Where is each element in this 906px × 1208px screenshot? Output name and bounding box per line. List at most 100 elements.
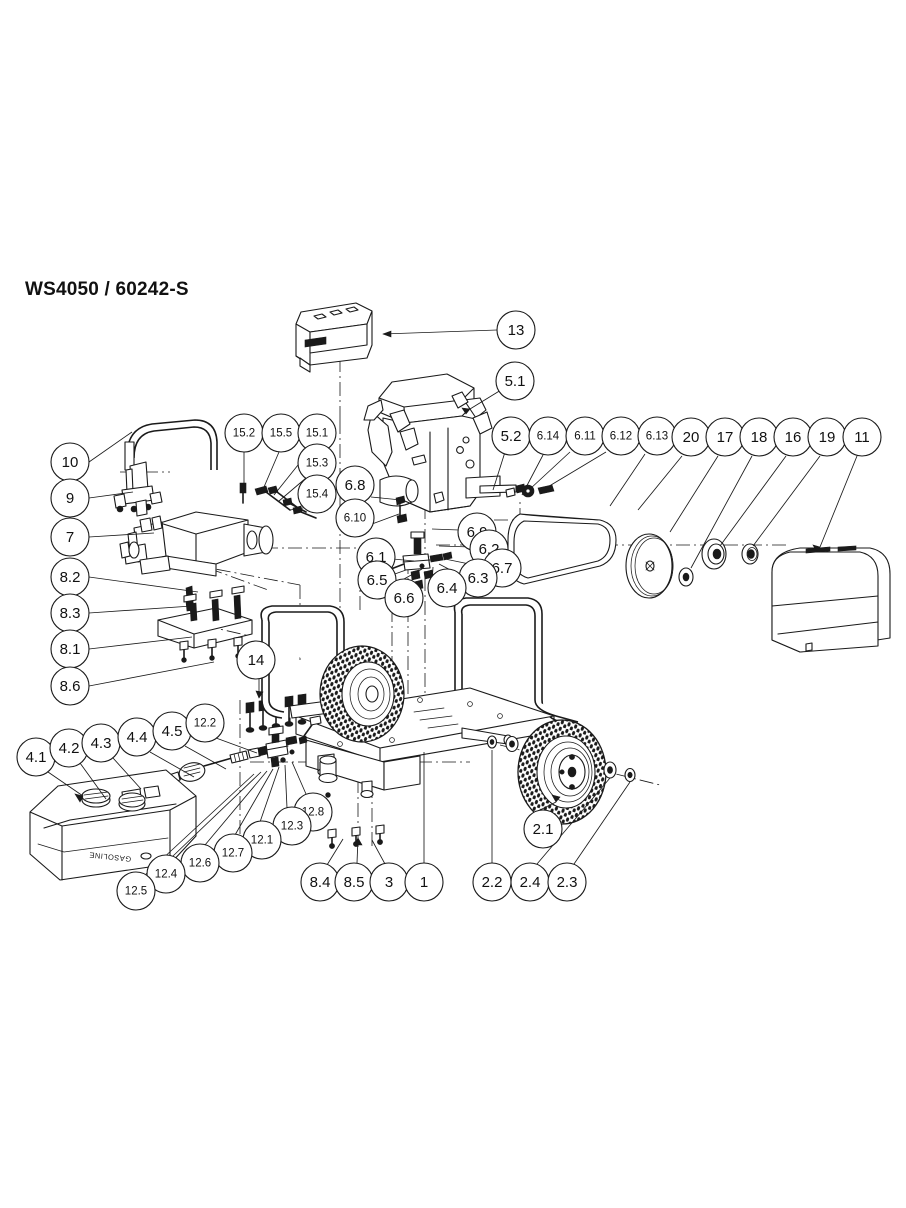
callout-18[interactable]: 18 <box>739 417 779 457</box>
callout-label: 12.4 <box>155 869 178 881</box>
engine-assembly <box>363 373 517 513</box>
callout-circle[interactable] <box>297 474 337 514</box>
callout-17[interactable]: 17 <box>705 417 745 457</box>
callout-15.1[interactable]: 15.1 <box>297 413 337 453</box>
callout-circle[interactable] <box>50 666 90 706</box>
air-filter-box <box>295 302 373 373</box>
callout-label: 5.1 <box>505 373 526 390</box>
callout-19[interactable]: 19 <box>807 417 847 457</box>
callout-6.8[interactable]: 6.8 <box>335 465 375 505</box>
callout-label: 15.2 <box>233 428 255 440</box>
callout-7[interactable]: 7 <box>50 517 90 557</box>
callout-2.2[interactable]: 2.2 <box>472 862 512 902</box>
callout-circle[interactable] <box>236 640 276 680</box>
callout-12.4[interactable]: 12.4 <box>146 854 186 894</box>
callout-4.1[interactable]: 4.1 <box>16 737 56 777</box>
callout-label: 15.3 <box>306 458 328 470</box>
callout-label: 6.5 <box>367 572 388 589</box>
callout-circle[interactable] <box>185 703 225 743</box>
callout-circle[interactable] <box>50 517 90 557</box>
callout-label: 10 <box>62 454 79 471</box>
callout-label: 19 <box>819 429 836 446</box>
pump <box>119 511 274 577</box>
callout-circle[interactable] <box>495 361 535 401</box>
callout-circle[interactable] <box>116 871 156 911</box>
callout-circle[interactable] <box>146 854 186 894</box>
callout-4.3[interactable]: 4.3 <box>81 723 121 763</box>
callout-6.6[interactable]: 6.6 <box>384 578 424 618</box>
callout-circle[interactable] <box>523 809 563 849</box>
callout-circle[interactable] <box>404 862 444 902</box>
callout-4.4[interactable]: 4.4 <box>117 717 157 757</box>
callout-circle[interactable] <box>50 478 90 518</box>
callout-15.5[interactable]: 15.5 <box>261 413 301 453</box>
callout-6.13[interactable]: 6.13 <box>637 416 677 456</box>
leader-arrowheads <box>74 330 821 846</box>
callout-2.4[interactable]: 2.4 <box>510 862 550 902</box>
callout-circle[interactable] <box>384 578 424 618</box>
callout-label: 17 <box>717 429 734 446</box>
callout-label: 2.2 <box>482 874 503 891</box>
callout-circle[interactable] <box>335 498 375 538</box>
callout-1[interactable]: 1 <box>404 862 444 902</box>
callout-12.5[interactable]: 12.5 <box>116 871 156 911</box>
callout-12.6[interactable]: 12.6 <box>180 843 220 883</box>
callout-label: 4.3 <box>91 735 112 752</box>
callout-13[interactable]: 13 <box>496 310 536 350</box>
callout-12.3[interactable]: 12.3 <box>272 806 312 846</box>
callout-6.11[interactable]: 6.11 <box>565 416 605 456</box>
callout-8.4[interactable]: 8.4 <box>300 862 340 902</box>
callout-label: 7 <box>66 529 74 546</box>
callout-11[interactable]: 11 <box>842 417 882 457</box>
bearing-and-nuts <box>678 538 759 587</box>
callout-8.6[interactable]: 8.6 <box>50 666 90 706</box>
callout-2.3[interactable]: 2.3 <box>547 862 587 902</box>
callout-12.7[interactable]: 12.7 <box>213 833 253 873</box>
callout-5.1[interactable]: 5.1 <box>495 361 535 401</box>
callout-label: 11 <box>854 429 870 446</box>
callout-circle[interactable] <box>496 310 536 350</box>
callout-label: 4.2 <box>59 740 80 757</box>
callout-5.2[interactable]: 5.2 <box>491 416 531 456</box>
callout-15.3[interactable]: 15.3 <box>297 443 337 483</box>
callout-8.1[interactable]: 8.1 <box>50 629 90 669</box>
callout-label: 12.5 <box>125 886 147 898</box>
callout-label: 20 <box>683 429 700 446</box>
callout-2.1[interactable]: 2.1 <box>523 809 563 849</box>
callout-14[interactable]: 14 <box>236 640 276 680</box>
callout-8.2[interactable]: 8.2 <box>50 557 90 597</box>
callout-9[interactable]: 9 <box>50 478 90 518</box>
page-title: WS4050 / 60242-S <box>25 279 189 300</box>
callout-label: 6.13 <box>646 431 668 443</box>
callout-20[interactable]: 20 <box>671 417 711 457</box>
callout-16[interactable]: 16 <box>773 417 813 457</box>
callout-label: 6.4 <box>437 580 458 597</box>
callout-6.3[interactable]: 6.3 <box>458 558 498 598</box>
callout-4.5[interactable]: 4.5 <box>152 711 192 751</box>
callout-circle[interactable] <box>547 862 587 902</box>
callout-6.10[interactable]: 6.10 <box>335 498 375 538</box>
callout-6.12[interactable]: 6.12 <box>601 416 641 456</box>
callout-6.4[interactable]: 6.4 <box>427 568 467 608</box>
callout-3[interactable]: 3 <box>369 862 409 902</box>
deck-bushing <box>318 755 338 798</box>
callout-8.3[interactable]: 8.3 <box>50 593 90 633</box>
deck-fasteners <box>327 824 385 849</box>
fuel-tank: GASOLINE <box>29 769 197 881</box>
callout-8.5[interactable]: 8.5 <box>334 862 374 902</box>
callout-circle[interactable] <box>842 417 882 457</box>
callout-circle[interactable] <box>427 568 467 608</box>
callout-label: 8.4 <box>310 874 331 891</box>
callout-label: 15.4 <box>306 489 329 501</box>
callout-15.4[interactable]: 15.4 <box>297 474 337 514</box>
callout-label: 15.5 <box>270 428 292 440</box>
callout-10[interactable]: 10 <box>50 442 90 482</box>
callout-12.2[interactable]: 12.2 <box>185 703 225 743</box>
callout-4.2[interactable]: 4.2 <box>49 728 89 768</box>
callout-15.2[interactable]: 15.2 <box>224 413 264 453</box>
engine-mount-fasteners <box>395 495 408 524</box>
callout-12.1[interactable]: 12.1 <box>242 820 282 860</box>
callout-6.14[interactable]: 6.14 <box>528 416 568 456</box>
